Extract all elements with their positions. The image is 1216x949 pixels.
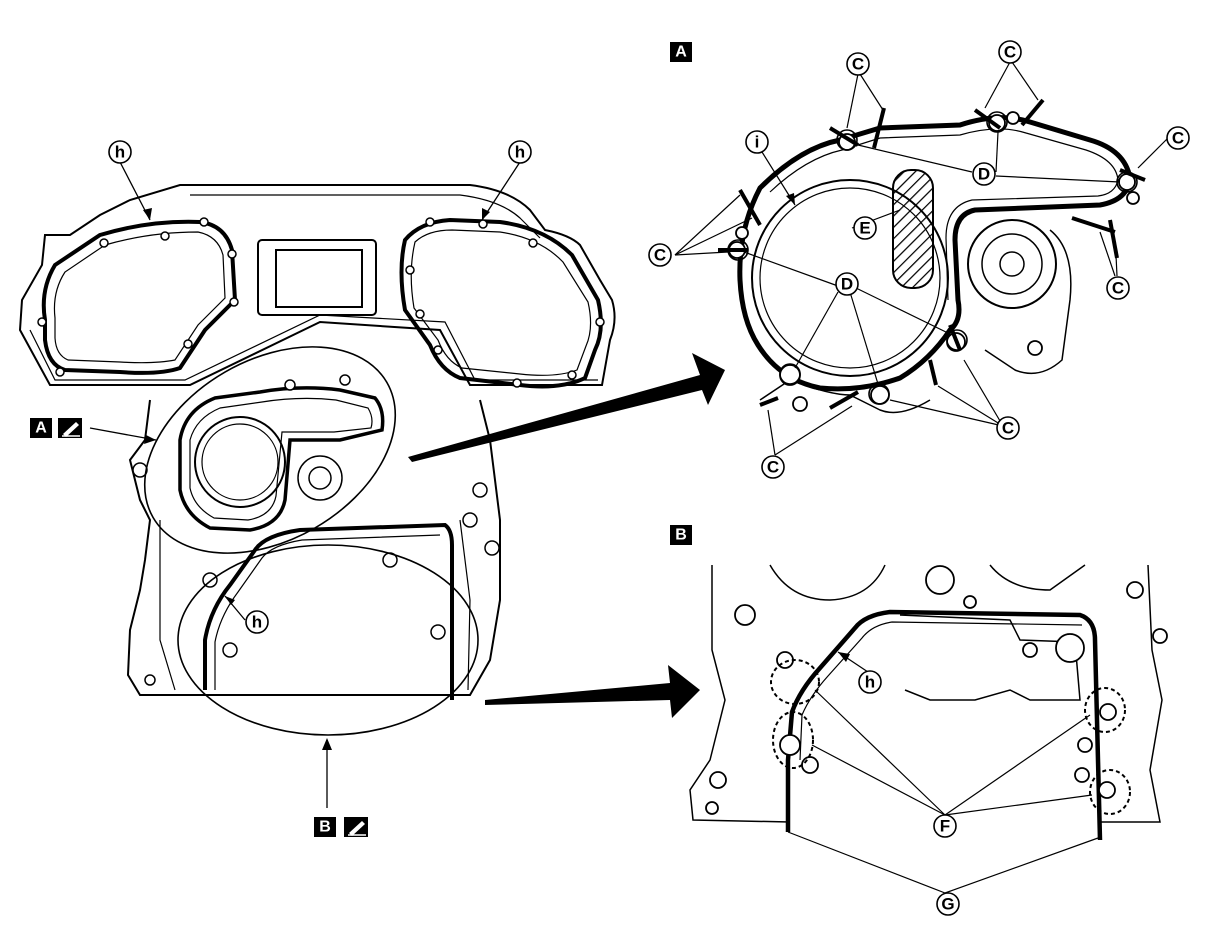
callout-d-center: D: [841, 275, 853, 294]
sealant-brush-icon: [344, 817, 368, 837]
lower-cover-outline: [126, 399, 501, 696]
svg-text:B: B: [319, 819, 331, 836]
callout-h-detail-b: h: [865, 673, 875, 692]
detail-b-leaders: [787, 651, 1099, 894]
callout-h-lower: h: [252, 613, 262, 632]
callout-c-top-left: C: [852, 55, 864, 74]
left-chamber-sealant-bead: [41, 219, 238, 375]
lower-bolt-holes: [132, 374, 500, 686]
callout-h-left: h: [115, 143, 125, 162]
callout-d-top: D: [978, 165, 990, 184]
engine-front-view: [18, 161, 616, 808]
large-arrow-to-a-icon: [408, 353, 725, 462]
detail-a-bolt-bosses: [728, 111, 1140, 412]
callout-c-right: C: [1172, 129, 1184, 148]
callout-c-bottom-right: C: [1002, 419, 1014, 438]
detail-b-f-zones: [770, 659, 1131, 815]
center-window-frame: [257, 239, 377, 316]
detail-b-circle: [177, 544, 479, 736]
pump-pulley: [194, 416, 286, 508]
hatched-area-e: [892, 169, 934, 289]
callout-c-top: C: [1004, 43, 1016, 62]
callout-g: G: [941, 895, 954, 914]
callout-i: i: [755, 133, 760, 152]
detail-a-circle: [143, 346, 397, 554]
chamber-bolt-holes: [37, 217, 605, 388]
large-arrow-to-b-icon: [485, 665, 700, 718]
detail-a-view: [674, 61, 1169, 456]
upper-cover-outline: [18, 184, 616, 386]
callout-c-bottom-left: C: [767, 458, 779, 477]
sealant-brush-icon: [58, 418, 82, 438]
svg-text:A: A: [675, 44, 687, 61]
right-chamber-sealant-bead: [399, 217, 603, 389]
tag-b-main: B: [314, 817, 368, 837]
detail-a-c-marks: [718, 98, 1146, 410]
svg-text:B: B: [675, 527, 687, 544]
callout-e: E: [859, 219, 870, 238]
detail-b-view: [689, 564, 1168, 894]
callout-c-left: C: [654, 246, 666, 265]
pump-boss-a: [967, 219, 1057, 309]
pump-boss: [297, 455, 343, 501]
callout-f: F: [940, 817, 950, 836]
callout-h-right: h: [515, 143, 525, 162]
callout-c-right-lower: C: [1112, 279, 1124, 298]
callout-bubbles: [108, 40, 1190, 916]
pump-cover-disc: [751, 179, 949, 377]
detail-a-sealant-bead: [737, 115, 1133, 392]
tag-a-panel: A: [670, 42, 692, 62]
lower-sealant-bead: [203, 522, 454, 700]
detail-b-sealant-bead: [785, 609, 1103, 841]
center-window: [275, 249, 363, 308]
tag-b-panel: B: [670, 525, 692, 545]
pump-sealant-bead: [178, 386, 385, 532]
tag-a-main: A: [30, 418, 82, 438]
detail-a-leaders: [674, 61, 1169, 456]
svg-text:A: A: [35, 420, 47, 437]
